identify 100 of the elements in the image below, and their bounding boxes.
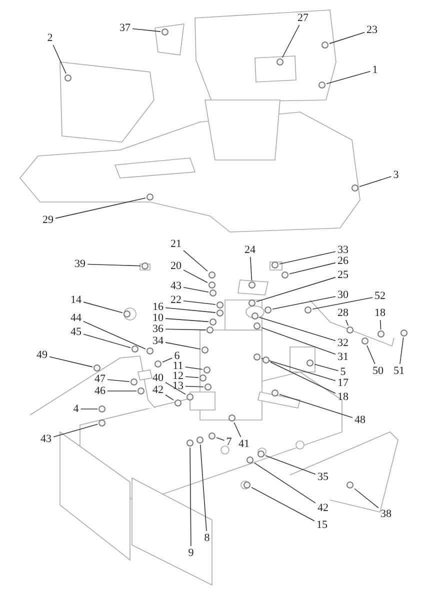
hardware-part xyxy=(94,364,100,372)
leader-line xyxy=(165,382,186,395)
leader-line xyxy=(87,264,141,266)
callout-number: 43 xyxy=(40,433,52,445)
leader-line xyxy=(183,250,208,272)
callout-number: 43 xyxy=(170,280,182,292)
hardware-part xyxy=(282,272,288,278)
callout-number: 28 xyxy=(336,307,350,319)
callout-number: 31 xyxy=(336,351,350,363)
leader-line xyxy=(49,356,93,368)
leader-line xyxy=(162,358,173,362)
callout-number: 30 xyxy=(336,289,350,301)
leader-line xyxy=(359,176,392,187)
hardware-part xyxy=(346,326,354,334)
leader-line xyxy=(83,302,123,314)
callout-number: 49 xyxy=(36,349,48,361)
leader-line xyxy=(183,270,208,284)
leader-line xyxy=(165,307,216,313)
hardware-part xyxy=(206,326,214,334)
leader-line xyxy=(289,262,336,274)
hardware-part xyxy=(210,290,216,296)
leader-line xyxy=(366,345,376,364)
hardware-part xyxy=(244,482,250,488)
leader-line xyxy=(183,300,216,305)
leader-line xyxy=(265,455,316,475)
leader-line xyxy=(314,364,339,372)
callout-number: 18 xyxy=(336,391,350,403)
hardware-part xyxy=(378,330,384,338)
hardware-part xyxy=(216,310,224,316)
hardware-part xyxy=(400,330,408,336)
leader-line xyxy=(270,362,336,394)
callout-number: 14 xyxy=(70,294,82,306)
leader-line xyxy=(312,297,373,310)
callout-number: 27 xyxy=(296,12,310,24)
leader-line xyxy=(251,487,315,522)
callout-number: 15 xyxy=(316,519,328,531)
hardware-part xyxy=(132,346,138,352)
leader-line xyxy=(55,198,146,219)
hardware-part xyxy=(154,360,162,368)
callout-number: 26 xyxy=(336,255,350,267)
callout-number: 22 xyxy=(170,294,182,306)
callout-number: 33 xyxy=(336,244,350,256)
leader-line xyxy=(259,316,336,342)
callout-number: 32 xyxy=(336,337,350,349)
leader-line xyxy=(185,386,204,388)
hardware-part xyxy=(98,420,106,426)
callout-number: 34 xyxy=(152,335,164,347)
callout-number: 17 xyxy=(336,377,350,389)
callout-number: 3 xyxy=(392,169,400,181)
callout-number: 6 xyxy=(173,350,181,362)
callout-number: 16 xyxy=(152,301,164,313)
leader-line xyxy=(165,328,206,330)
leader-line xyxy=(400,337,404,364)
hardware-part xyxy=(186,394,194,400)
callout-number: 21 xyxy=(170,238,182,250)
callout-number: 50 xyxy=(372,365,384,377)
leader-line xyxy=(279,251,336,264)
hardware-part xyxy=(262,356,270,364)
leader-line xyxy=(83,334,131,348)
leader-line xyxy=(185,376,199,378)
callout-number: 45 xyxy=(70,326,82,338)
leader-line xyxy=(107,390,137,392)
hardware-part xyxy=(362,338,368,344)
callout-number: 11 xyxy=(172,360,184,372)
leader-line xyxy=(190,447,192,546)
callout-number: 25 xyxy=(336,269,350,281)
leader-line xyxy=(256,276,336,302)
leader-line xyxy=(261,327,336,355)
hardware-part xyxy=(216,302,224,308)
callout-number: 20 xyxy=(170,260,182,272)
leader-line xyxy=(165,394,174,400)
callout-number: 5 xyxy=(339,366,347,378)
hardware-part xyxy=(146,348,154,354)
hardware-part xyxy=(210,318,216,326)
leader-line xyxy=(53,424,98,438)
callout-number: 48 xyxy=(354,414,366,426)
hardware-part xyxy=(304,306,312,314)
callout-number: 35 xyxy=(316,471,330,483)
callout-number: 18 xyxy=(374,307,386,319)
callout-number: 24 xyxy=(244,244,256,256)
leader-line xyxy=(250,256,252,281)
callout-number: 37 xyxy=(118,22,132,34)
leader-line xyxy=(234,422,242,438)
leader-line xyxy=(329,32,365,44)
leader-line xyxy=(165,318,209,322)
leader-line xyxy=(261,358,336,382)
leader-line xyxy=(83,320,146,350)
callout-number: 7 xyxy=(225,436,233,448)
callout-number: 9 xyxy=(187,547,195,559)
leader-line xyxy=(165,342,201,350)
leader-line xyxy=(107,379,130,382)
hardware-part xyxy=(98,406,106,412)
callout-number: 47 xyxy=(94,373,106,385)
hardware-part xyxy=(174,400,182,406)
callout-number: 29 xyxy=(42,214,54,226)
leader-line xyxy=(80,408,98,410)
callout-number: 13 xyxy=(172,380,184,392)
leader-line xyxy=(184,366,203,370)
leader-line xyxy=(380,320,382,330)
callout-number: 38 xyxy=(380,508,392,520)
